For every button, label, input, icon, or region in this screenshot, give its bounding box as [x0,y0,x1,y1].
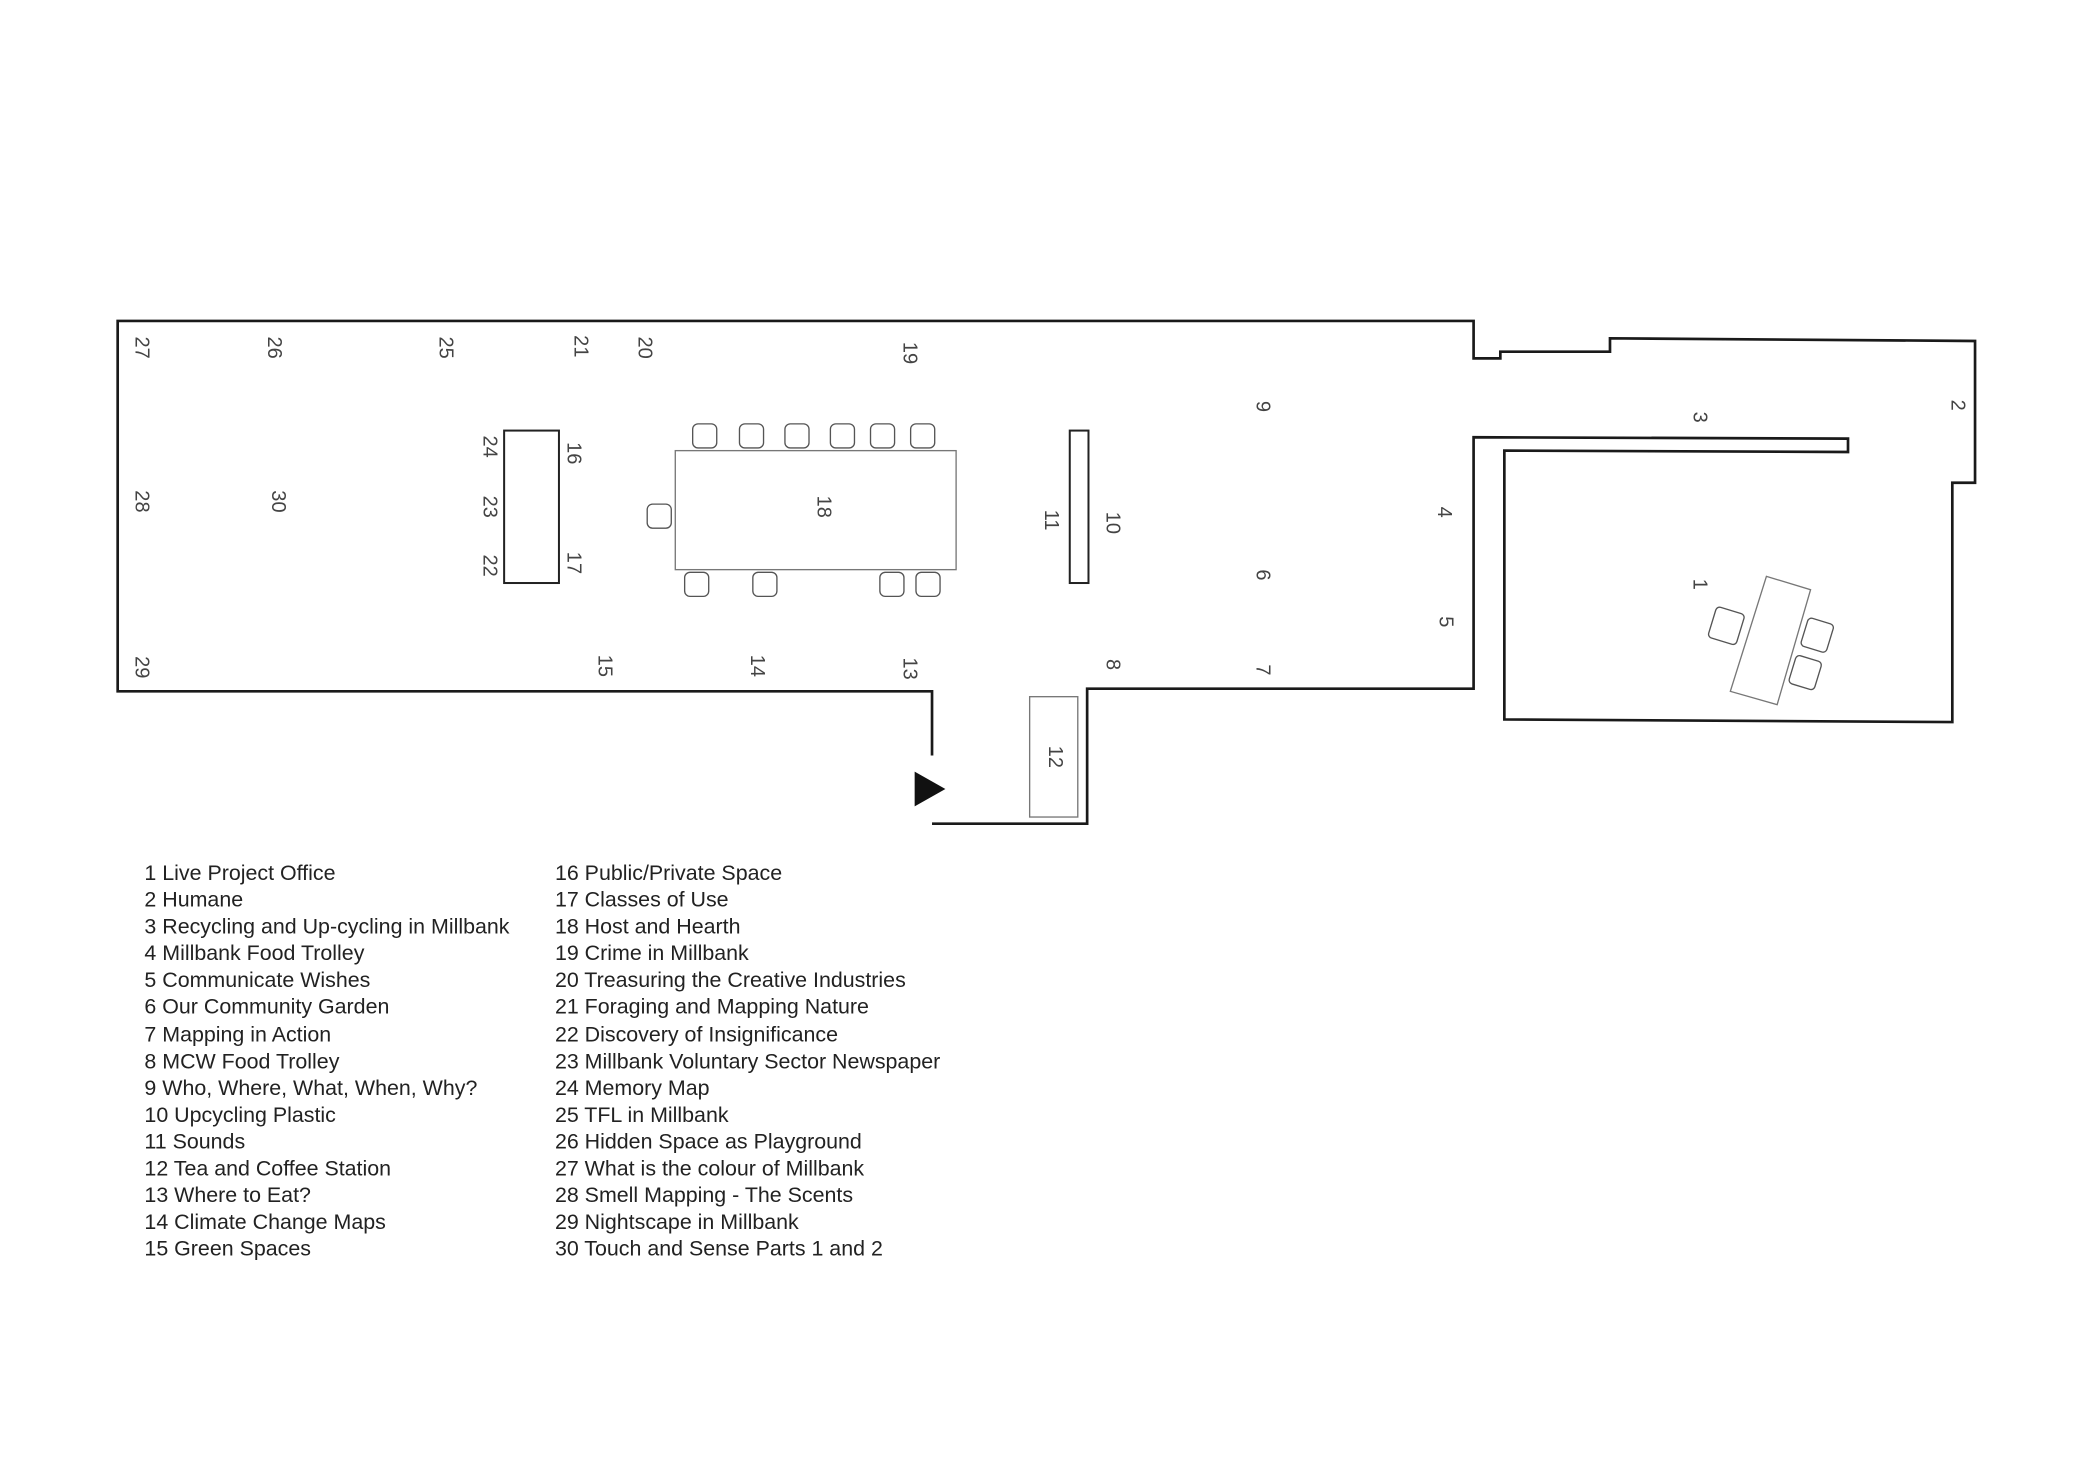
label-5: 5 [1434,616,1457,628]
legend-item: 17 Classes of Use [554,889,729,913]
legend-item: 2 Humane [144,889,244,913]
legend-item: 11 Sounds [144,1131,246,1154]
legend-item: 15 Green Spaces [144,1238,311,1262]
chair-icon [1707,606,1745,646]
label-20: 20 [633,336,656,359]
entrance-arrow-icon [914,771,946,807]
outer-wall [116,319,1977,826]
legend-item: 5 Communicate Wishes [144,969,371,993]
label-6: 6 [1250,569,1274,581]
chair-icon [646,503,672,529]
host-table-18 [674,449,957,571]
legend-item: 25 TFL in Millbank [554,1104,729,1128]
label-25: 25 [433,336,457,359]
label-21: 21 [568,335,592,358]
panel-10-11 [1068,429,1090,585]
legend-item: 26 Hidden Space as Playground [554,1131,862,1154]
legend-item: 10 Upcycling Plastic [144,1104,336,1128]
label-10: 10 [1101,511,1124,535]
chair-icon [1788,654,1822,691]
label-11: 11 [1039,509,1063,531]
legend-item: 24 Memory Map [554,1077,710,1101]
legend-column-1: 1 Live Project Office 2 Humane 3 Recycling… [144,861,509,1264]
label-17: 17 [562,551,586,575]
legend-item: 27 What is the colour of Millbank [554,1158,865,1181]
label-24: 24 [478,435,501,458]
legend-item: 7 Mapping in Action [144,1023,332,1047]
label-1: 1 [1688,578,1711,590]
legend-item: 14 Climate Change Maps [144,1211,386,1235]
label-12: 12 [1043,745,1067,769]
label-27: 27 [130,336,154,359]
label-7: 7 [1250,664,1274,676]
legend-item: 12 Tea and Coffee Station [144,1158,392,1181]
chair-icon [692,423,718,449]
chair-icon [1800,617,1835,653]
legend-item: 16 Public/Private Space [554,862,783,886]
legend-item: 8 MCW Food Trolley [144,1050,340,1074]
legend-item: 18 Host and Hearth [554,916,741,939]
legend-item: 4 Millbank Food Trolley [144,943,365,966]
label-16: 16 [562,442,586,465]
label-23: 23 [478,495,501,518]
legend-item: 3 Recycling and Up-cycling in Millbank [144,916,510,939]
label-30: 30 [266,490,290,513]
legend-item: 30 Touch and Sense Parts 1 and 2 [554,1238,883,1262]
legend-item: 9 Who, Where, What, When, Why? [144,1077,478,1101]
label-8: 8 [1101,659,1124,671]
label-15: 15 [593,654,616,678]
legend-item: 19 Crime in Millbank [554,943,749,966]
office-table [1729,575,1812,706]
label-28: 28 [130,490,154,513]
legend-item: 23 Millbank Voluntary Sector Newspaper [554,1050,941,1074]
legend-item: 29 Nightscape in Millbank [554,1211,799,1235]
label-9: 9 [1250,400,1274,413]
chair-icon [683,571,710,598]
label-26: 26 [262,336,286,359]
display-table-16-24 [503,429,560,585]
legend-item: 28 Smell Mapping - The Scents [554,1184,854,1208]
chair-icon [829,423,856,449]
tea-station-12 [1028,696,1079,818]
label-29: 29 [130,656,154,679]
label-14: 14 [745,654,769,678]
chair-icon [738,423,765,449]
label-3: 3 [1688,411,1711,423]
chair-icon [909,423,936,449]
legend-column-2: 16 Public/Private Space 17 Classes of Use… [555,861,940,1264]
chair-icon [752,571,778,598]
label-4: 4 [1432,506,1456,518]
label-18: 18 [812,495,836,518]
chair-icon [784,423,810,449]
legend-item: 22 Discovery of Insignificance [554,1023,838,1047]
chair-icon [869,423,896,449]
legend-item: 1 Live Project Office [144,862,336,886]
chair-icon [915,571,941,598]
legend-item: 6 Our Community Garden [144,996,390,1020]
label-19: 19 [897,341,921,365]
legend-item: 21 Foraging and Mapping Nature [554,996,869,1020]
legend-item: 20 Treasuring the Creative Industries [554,969,906,993]
label-13: 13 [897,657,921,680]
legend-item: 13 Where to Eat? [144,1184,311,1208]
label-2: 2 [1946,399,1970,411]
label-22: 22 [478,554,501,577]
chair-icon [879,571,905,598]
